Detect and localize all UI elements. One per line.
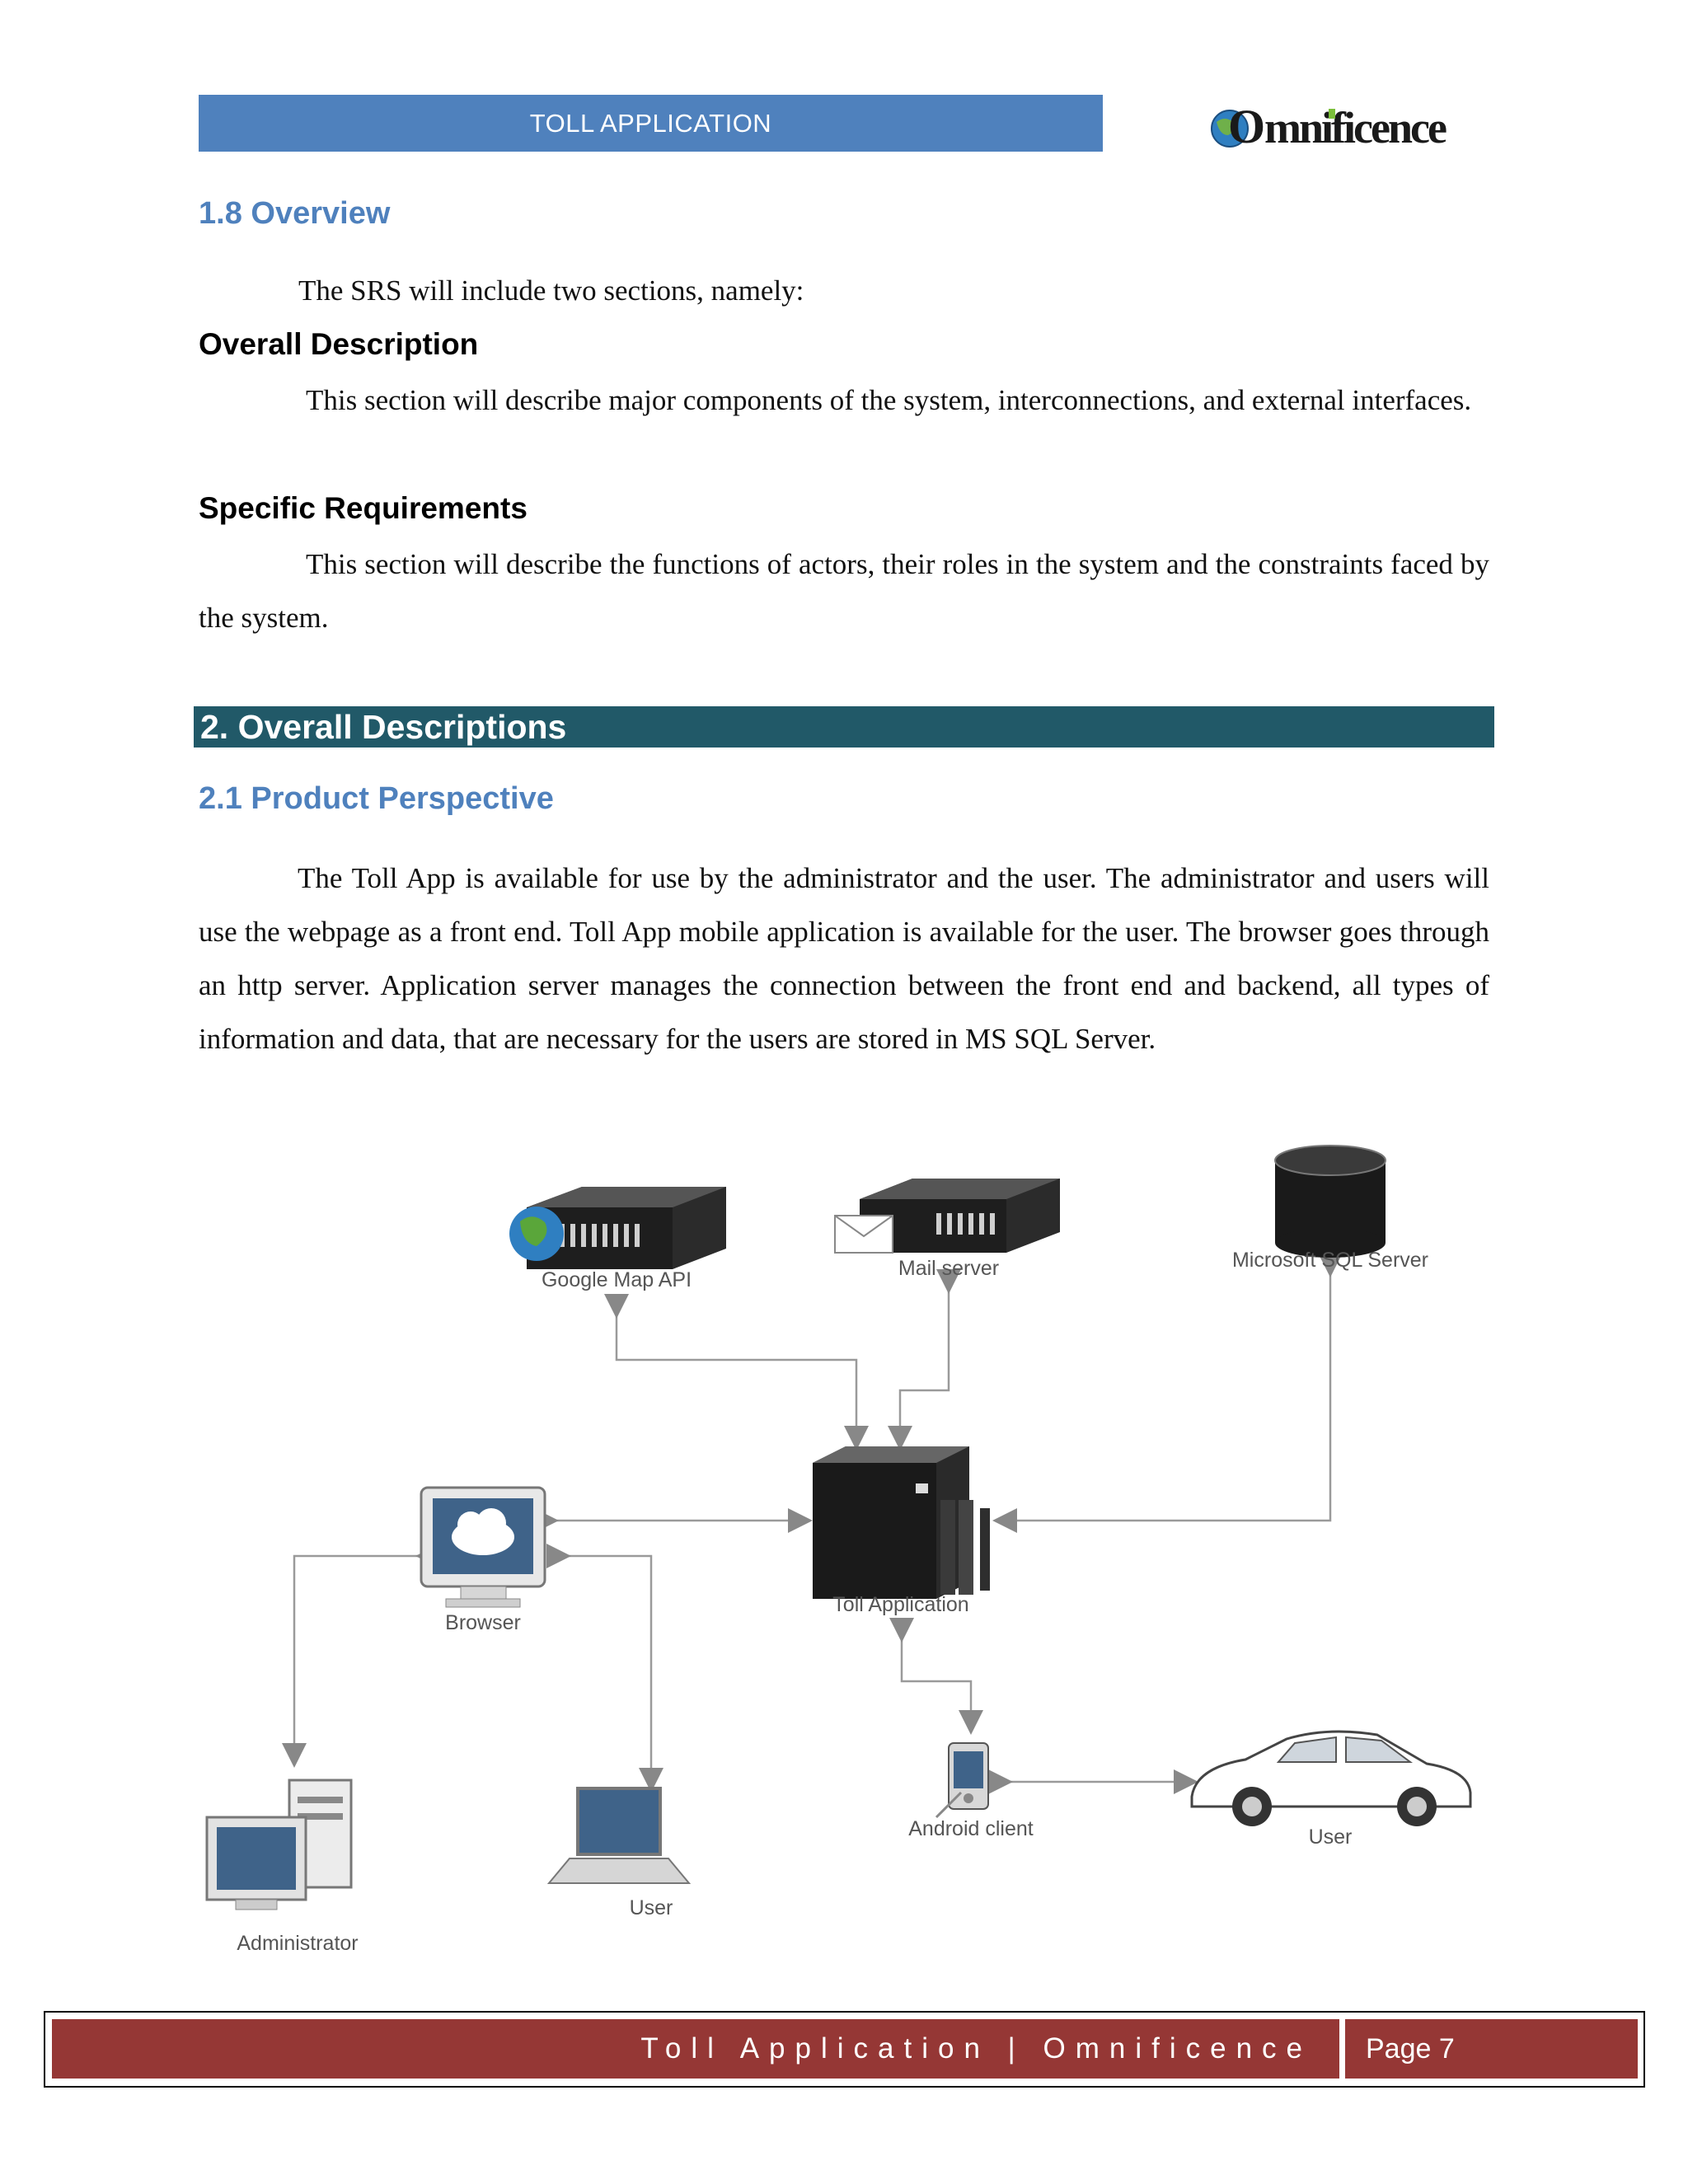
specific-requirements-text: This section will describe the functions… (199, 548, 1489, 634)
toll-application-label: Toll Application (832, 1593, 968, 1616)
footer-page-number: Page 7 (1345, 2019, 1638, 2079)
user-laptop-label: User (630, 1896, 673, 1919)
application-server-icon (813, 1446, 990, 1599)
product-perspective-heading: 2.1 Product Perspective (199, 781, 554, 816)
overall-description-text: This section will describe major compone… (306, 384, 1472, 416)
document-header-title: TOLL APPLICATION (199, 95, 1103, 152)
handheld-device-icon (935, 1742, 989, 1819)
mail-server-icon (834, 1179, 1060, 1254)
laptop-icon (546, 1787, 692, 1884)
browser-label: Browser (445, 1611, 521, 1634)
car-user-label: User (1309, 1825, 1353, 1849)
database-icon (1274, 1145, 1386, 1258)
mail-server-label: Mail server (898, 1257, 999, 1280)
overview-heading: 1.8 Overview (199, 196, 391, 231)
logo-wordmark: mnificence (1264, 103, 1447, 152)
overview-intro: The SRS will include two sections, namel… (298, 274, 804, 307)
browser-monitor-icon (420, 1486, 546, 1608)
logo-letter-o: O (1228, 100, 1265, 153)
google-map-api-label: Google Map API (542, 1268, 692, 1291)
desktop-computer-icon (205, 1779, 353, 1910)
section-heading: 2. Overall Descriptions (200, 708, 567, 746)
architecture-diagram: Google Map API Mail server Microsoft SQL… (199, 1071, 1494, 1966)
footer-document-title: Toll Application | Omnificence (52, 2019, 1339, 2079)
section-heading-bar: 2. Overall Descriptions (194, 706, 1494, 748)
company-logo: O mnificence (1205, 97, 1485, 157)
android-client-label: Android client (908, 1817, 1034, 1840)
product-perspective-paragraph: The Toll App is available for use by the… (199, 862, 1489, 1055)
google-map-api-icon (509, 1187, 726, 1269)
footer-frame (44, 2011, 1645, 2088)
overall-description-title: Overall Description (199, 327, 479, 361)
sql-server-label: Microsoft SQL Server (1232, 1249, 1428, 1272)
specific-requirements-title: Specific Requirements (199, 491, 528, 525)
car-icon (1190, 1730, 1472, 1826)
administrator-label: Administrator (237, 1932, 358, 1955)
